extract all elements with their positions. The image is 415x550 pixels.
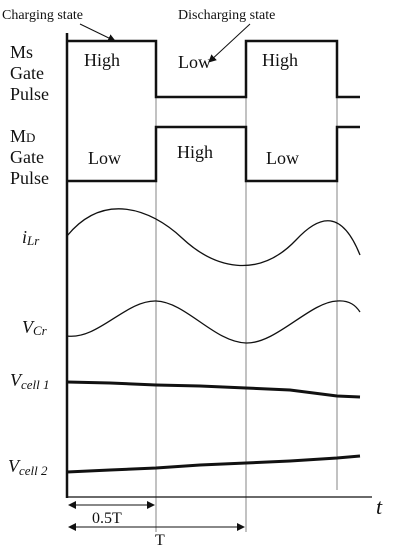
charging-state-arrow — [79, 23, 116, 42]
md-state-3: Low — [266, 148, 299, 168]
vcr-waveform — [66, 300, 361, 344]
period-label: T — [155, 532, 165, 549]
ms-label-line1: Ms — [10, 42, 33, 62]
vcell1-waveform — [66, 380, 361, 399]
ms-state-3: High — [262, 50, 298, 70]
md-gate-pulse-waveform — [67, 125, 360, 183]
md-label-line2: Gate — [10, 147, 44, 167]
ms-state-1: High — [84, 50, 120, 70]
time-axis-label: t — [376, 494, 383, 519]
discharging-state-arrow — [208, 23, 251, 63]
discharging-state-label: Discharging state — [178, 8, 275, 23]
md-state-1: Low — [88, 148, 121, 168]
charging-state-label: Charging state — [2, 8, 83, 23]
ms-gate-pulse-waveform — [67, 39, 360, 99]
half-period-label: 0.5T — [92, 510, 122, 527]
md-label-line3: Pulse — [10, 168, 49, 188]
vcell1-label: Vcell 1 — [10, 370, 50, 392]
ms-label-line2: Gate — [10, 63, 44, 83]
vcell2-label: Vcell 2 — [8, 456, 48, 478]
md-state-2: High — [177, 142, 213, 162]
md-label-line1: MD — [10, 126, 35, 146]
ilr-waveform — [66, 208, 361, 267]
ilr-label: iLr — [22, 227, 40, 248]
ms-label-line3: Pulse — [10, 84, 49, 104]
vcr-label: VCr — [22, 317, 48, 338]
vcell2-waveform — [66, 454, 361, 474]
ms-state-2: Low — [178, 52, 211, 72]
